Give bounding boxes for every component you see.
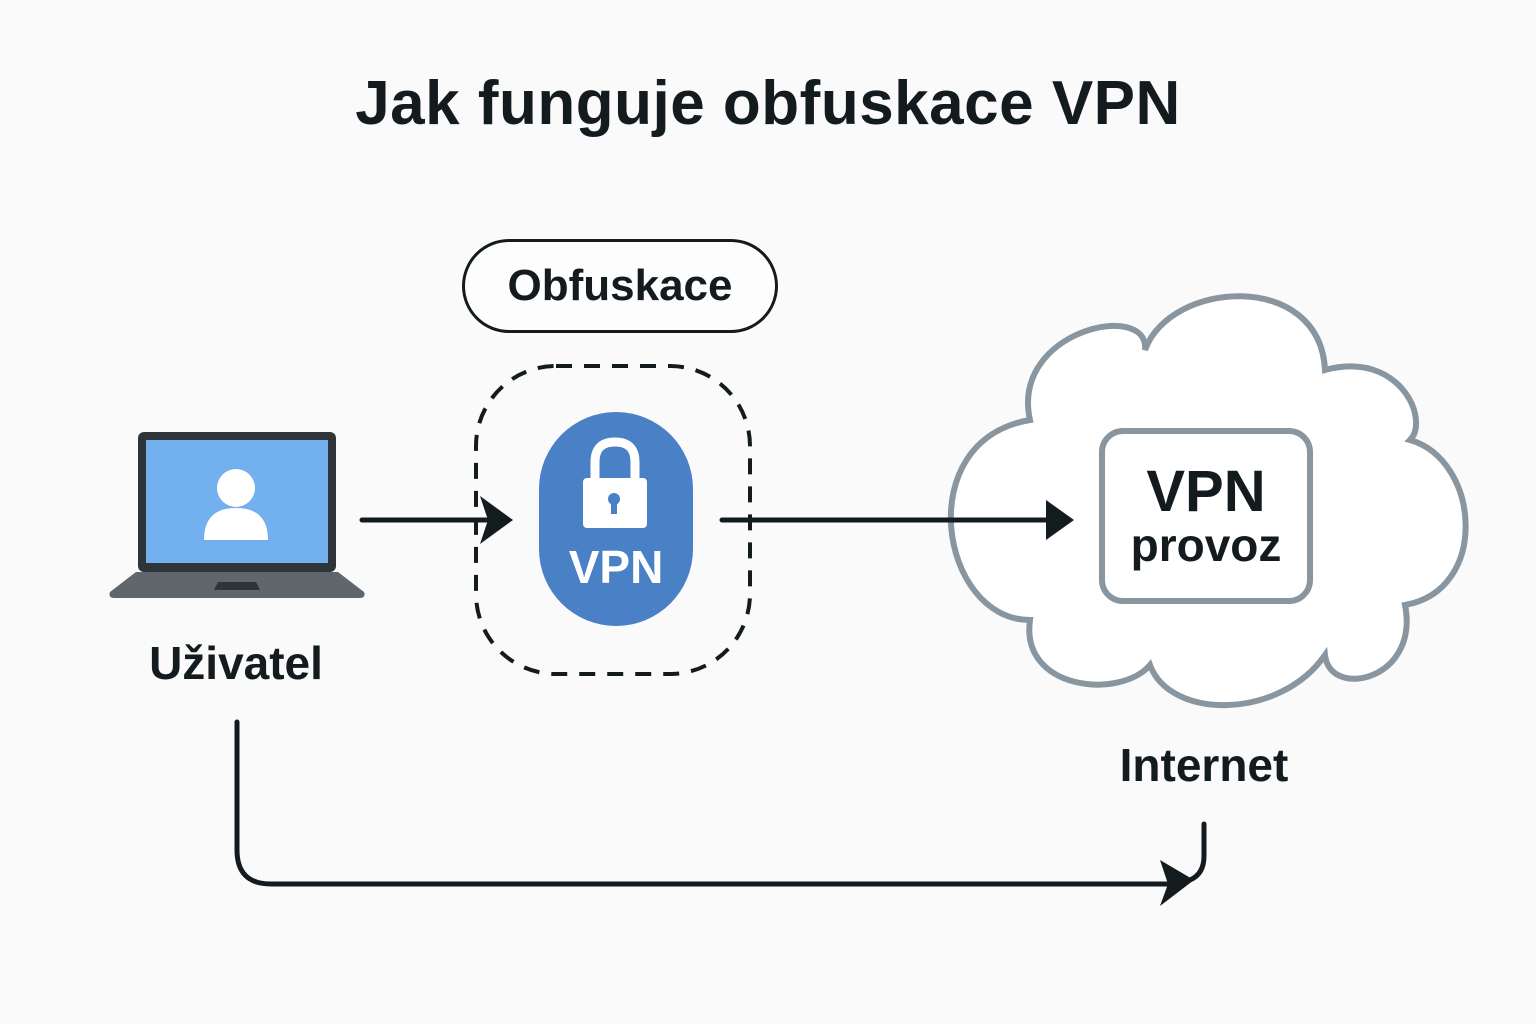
arrow-user-to-vpn xyxy=(359,496,513,544)
vpn-node xyxy=(539,412,693,626)
arrow-vpn-to-internet xyxy=(719,500,1074,540)
internet-label: Internet xyxy=(1119,739,1289,791)
vpn-traffic-line1: VPN xyxy=(1146,459,1266,524)
page-title: Jak funguje obfuskace VPN xyxy=(355,69,1181,138)
obfuscation-label: Obfuskace xyxy=(462,239,778,333)
laptop-user-icon xyxy=(109,432,365,598)
user-label: Uživatel xyxy=(149,637,323,689)
vpn-traffic-line2: provoz xyxy=(1130,519,1282,571)
arrow-user-to-internet-direct xyxy=(234,719,1207,906)
padlock-icon xyxy=(583,437,647,528)
vpn-traffic-box: VPN provoz xyxy=(1099,428,1313,604)
vpn-label: VPN xyxy=(568,541,664,593)
